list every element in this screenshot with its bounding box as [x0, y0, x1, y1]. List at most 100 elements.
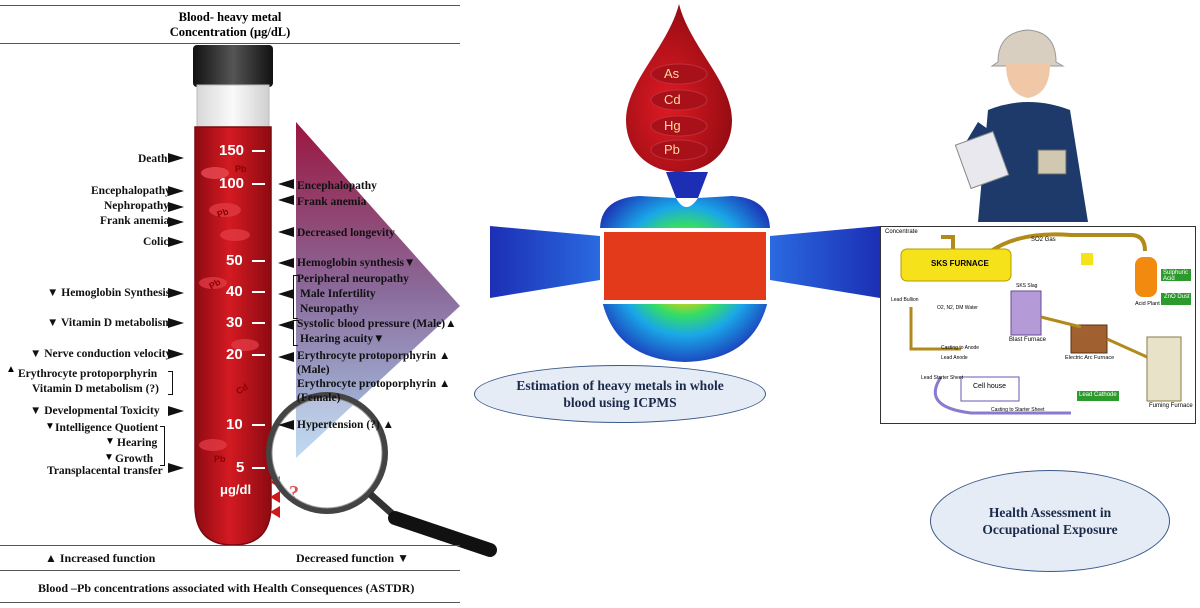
top-rule	[0, 5, 460, 6]
footer-rule	[0, 570, 460, 571]
metal-label: Hg	[664, 118, 681, 133]
zno-label: ZnO Dust	[1164, 294, 1190, 300]
tick-mark	[252, 424, 265, 426]
lead-anode-label: Lead Anode	[941, 355, 968, 361]
left-effect: Nephropathy	[104, 200, 169, 212]
tick-mark	[252, 150, 265, 152]
header-title: Blood- heavy metal Concentration (μg/dL)	[130, 10, 330, 40]
right-effect: Erythrocyte protoporphyrin ▲	[297, 378, 451, 390]
health-label: Health Assessment in Occupational Exposu…	[982, 505, 1118, 537]
left-effect: Intelligence Quotient	[55, 422, 159, 434]
fuming-furnace-label: Fuming Furnace	[1149, 403, 1193, 409]
left-effect: Death	[138, 153, 168, 165]
oxygen-label: O2, N2, DM Water	[937, 305, 978, 311]
left-effect: ▼ Vitamin D metabolism	[47, 317, 172, 329]
tick-mark	[252, 354, 265, 356]
footer-rule	[0, 545, 460, 546]
up-arrow-icon: ▲	[6, 364, 16, 375]
toxicity-gradient-triangle	[296, 122, 460, 458]
right-effect: Frank anemia	[297, 196, 367, 208]
tick-mark	[252, 260, 265, 262]
tick-label: 50	[226, 252, 243, 269]
acid-plant-label: Acid Plant	[1135, 301, 1160, 307]
header-line1: Blood- heavy metal	[178, 10, 282, 24]
magnifying-glass-icon	[266, 392, 497, 557]
smelter-flow-lines	[900, 232, 1191, 415]
left-effect: ▼ Developmental Toxicity	[30, 405, 160, 417]
metal-label: As	[664, 66, 680, 81]
tick-label: 5	[236, 459, 245, 476]
blast-furnace-label: Blast Furnace	[1009, 337, 1047, 343]
right-effect: Decreased longevity	[297, 227, 395, 239]
bracket	[160, 426, 165, 466]
header-rule	[0, 43, 460, 44]
lead-bullion-label: Lead Bullion	[891, 297, 919, 303]
bracket	[293, 320, 298, 346]
cell-house-label: Cell house	[973, 383, 1007, 390]
tick-label: 150	[219, 142, 245, 159]
health-oval: Health Assessment in Occupational Exposu…	[930, 470, 1170, 572]
metal-label: Pb	[664, 142, 680, 157]
tube-unit: μg/dl	[220, 482, 252, 497]
header-line2: Concentration (μg/dL)	[169, 25, 291, 39]
icpms-oval: Estimation of heavy metals in whole bloo…	[474, 365, 766, 423]
starter-sheet-label: Lead Starter Sheet	[921, 375, 963, 381]
left-effect: Colic	[143, 236, 169, 248]
sulphuric-label: Sulphuric Acid	[1163, 270, 1189, 282]
sks-furnace-label: SKS FURNACE	[931, 259, 989, 268]
increased-legend: ▲ Increased function	[45, 551, 156, 565]
casting-starter-label: Casting to Starter Sheet	[991, 407, 1045, 413]
left-effect: Frank anemia	[100, 215, 170, 227]
left-effect: Growth	[115, 453, 154, 465]
right-effect: Erythrocyte protoporphyrin ▲	[297, 350, 451, 362]
right-effect: (Male)	[297, 364, 330, 376]
bracket	[293, 275, 298, 319]
left-effect: Erythrocyte protoporphyrin	[18, 368, 158, 380]
metal-label: Cd	[664, 92, 681, 107]
left-effect: ▼ Hemoglobin Synthesis	[47, 287, 171, 299]
tick-label: 10	[226, 416, 243, 433]
bracket	[168, 371, 173, 395]
down-arrow-icon: ▼	[104, 452, 114, 463]
blood-drop	[626, 4, 732, 172]
so2-label: SO2 Gas	[1031, 237, 1056, 243]
tick-label: 100	[219, 175, 245, 192]
tick-mark	[252, 467, 265, 469]
tick-label: 30	[226, 314, 243, 331]
icpms-plasma-simulation	[490, 172, 880, 362]
casting-anode-label: Casting to Anode	[941, 345, 980, 351]
right-pointer-markers	[278, 179, 294, 430]
decreased-legend: Decreased function ▼	[296, 551, 409, 565]
tick-label: 20	[226, 346, 243, 363]
smelter-flowsheet: Concentrate SO2 Gas SKS FURNACE Sulphuri…	[880, 226, 1196, 424]
left-effect: ▼ Nerve conduction velocity	[30, 348, 172, 360]
tick-label: 40	[226, 283, 243, 300]
lead-cathode-label: Lead Cathode	[1079, 392, 1117, 398]
right-effect: Encephalopathy	[297, 180, 377, 192]
right-effect: Systolic blood pressure (Male)▲	[297, 318, 457, 330]
sks-slag-label: SKS Slag	[1016, 283, 1038, 289]
right-effect: Neuropathy	[300, 303, 359, 315]
down-arrow-icon: ▼	[45, 421, 55, 432]
right-effect: Hypertension (?) ▲	[297, 419, 394, 431]
left-effect: Vitamin D metabolism (?)	[32, 383, 160, 395]
right-effect: (Female)	[297, 392, 341, 404]
left-effect: Encephalopathy	[91, 185, 171, 197]
left-effect: Hearing	[117, 437, 158, 449]
concentrate-label: Concentrate	[885, 229, 918, 235]
left-pointer-markers	[168, 153, 184, 473]
worker-illustration	[954, 29, 1088, 222]
electric-furnace-label: Electric Arc Furnace	[1065, 355, 1115, 361]
tick-mark	[252, 183, 265, 185]
left-effect: Transplacental transfer	[47, 465, 163, 477]
right-effect: Hemoglobin synthesis▼	[297, 257, 416, 269]
down-arrow-icon: ▼	[105, 436, 115, 447]
right-effect: Peripheral neuropathy	[297, 273, 409, 285]
cell-label: Pb	[214, 454, 226, 464]
figure-caption: Blood –Pb concentrations associated with…	[38, 581, 415, 595]
tick-mark	[252, 322, 265, 324]
footer-rule	[0, 602, 460, 603]
cell-label: Pb	[235, 164, 247, 174]
right-effect: Hearing acuity▼	[300, 333, 385, 345]
